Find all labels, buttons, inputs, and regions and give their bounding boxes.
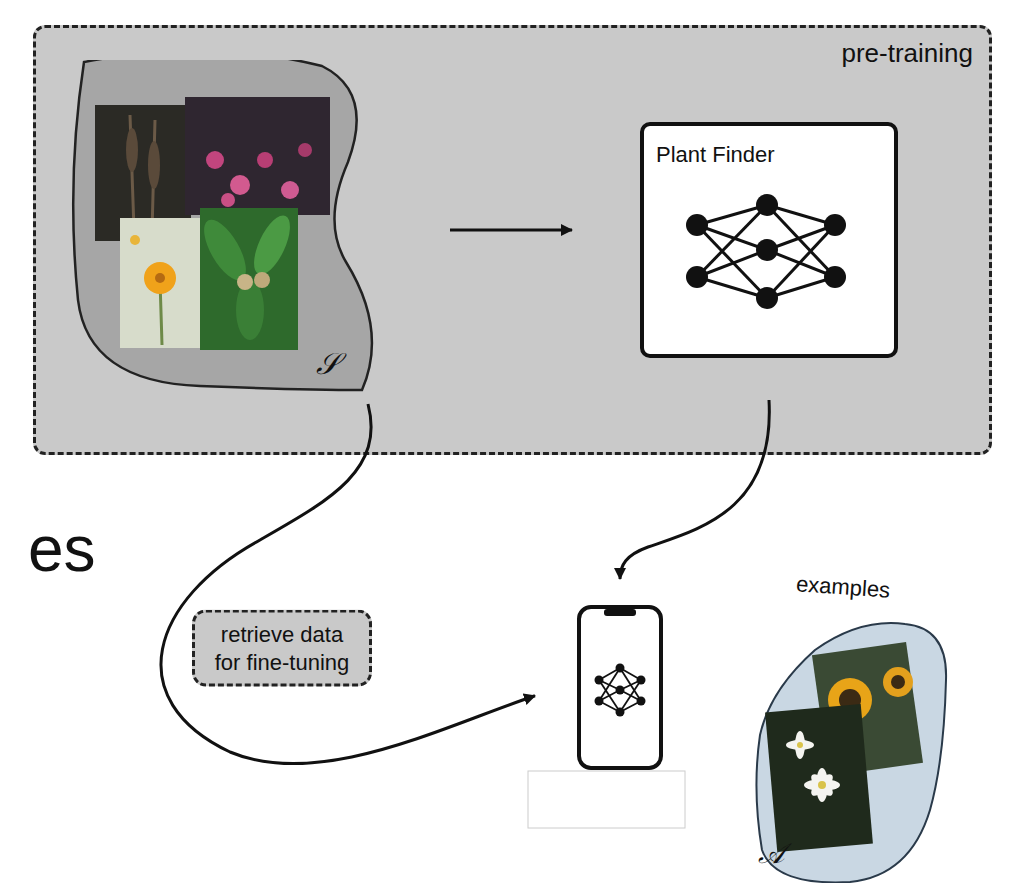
drawing-part (765, 704, 873, 852)
drawing-part (221, 193, 235, 207)
node-letter: 𝒜 (758, 837, 798, 871)
drawing-part (637, 676, 646, 685)
drawing-part (257, 152, 273, 168)
edge-label: retrieve data for fine-tuning (207, 621, 357, 676)
drawing-part (148, 141, 160, 189)
drawing-part (236, 280, 264, 340)
drawing-part (247, 211, 298, 280)
edge-label-box: retrieve data for fine-tuning (192, 610, 372, 687)
drawing-part (686, 194, 846, 309)
drawing-part (808, 771, 836, 799)
drawing-part (616, 686, 625, 695)
drawing-part (697, 225, 767, 250)
drawing-part (616, 664, 625, 673)
drawing-part (254, 272, 270, 288)
drawing-part (206, 151, 224, 169)
neural-net-icon (644, 126, 894, 354)
drawing-part (185, 97, 330, 215)
drawing-part (281, 181, 299, 199)
drawing-part (767, 225, 835, 298)
drawing-part (637, 697, 646, 706)
drawing-part (599, 668, 641, 712)
drawing-part (73, 60, 372, 390)
drawing-part (160, 280, 162, 345)
flow-arrow (450, 229, 572, 232)
drawing-part (126, 128, 138, 172)
drawing-part (237, 274, 253, 290)
phone-stand (528, 771, 685, 828)
drawing-part (595, 676, 604, 685)
drawing-part (120, 218, 208, 348)
drawing-part (155, 273, 165, 283)
pre-training-region: pre-training 𝒮 (33, 25, 992, 455)
drawing-part (95, 105, 191, 241)
drawing-part (824, 214, 846, 236)
drawing-part (616, 708, 625, 717)
drawing-part (697, 225, 767, 298)
drawing-part (795, 731, 805, 759)
drawing-part (756, 239, 778, 261)
drawing-part (756, 194, 778, 216)
drawing-part (595, 697, 604, 706)
drawing-part (620, 668, 641, 701)
phone-screen (581, 609, 659, 766)
drawing-part (697, 205, 767, 225)
drawing-part (756, 287, 778, 309)
node-title: pre-training (36, 28, 989, 69)
flow-arrow (161, 404, 535, 764)
drawing-part (767, 250, 835, 277)
examples-blob-node: examples𝒜 (748, 575, 963, 883)
drawing-part (144, 262, 176, 294)
drawing-part (824, 266, 846, 288)
dataset-blob (68, 60, 378, 400)
drawing-part (599, 668, 620, 701)
drawing-part (697, 205, 835, 298)
drawing-part (200, 208, 298, 350)
examples-blob (748, 575, 963, 883)
drawing-part (756, 623, 946, 882)
drawing-part (697, 205, 767, 277)
drawing-part (686, 214, 708, 236)
node-title: 𝒮 (316, 346, 356, 382)
drawing-part (196, 214, 254, 287)
drawing-part (818, 781, 826, 789)
node-title: examples (795, 571, 907, 605)
drawing-part (786, 731, 840, 802)
flow-arrow (620, 400, 769, 579)
drawing-part (808, 771, 836, 799)
drawing-part (130, 235, 140, 245)
drawing-part (604, 609, 636, 616)
drawing-part (883, 667, 913, 697)
cut-off-text: es (28, 512, 96, 586)
dataset-blob-node: 𝒮 (68, 60, 378, 400)
phone-device (577, 605, 663, 770)
drawing-part (697, 277, 767, 298)
drawing-part (298, 143, 312, 157)
drawing-part (686, 266, 708, 288)
drawing-part (767, 205, 835, 225)
drawing-part (130, 115, 155, 232)
model-box: Plant Finder (640, 122, 898, 358)
drawing-part (767, 277, 835, 298)
node-title: Plant Finder (644, 126, 894, 168)
drawing-part (891, 675, 905, 689)
drawing-part (767, 225, 835, 250)
drawing-part (230, 175, 250, 195)
drawing-part (697, 250, 767, 277)
drawing-part (797, 742, 803, 748)
drawing-part (595, 664, 646, 717)
drawing-part (767, 205, 835, 277)
